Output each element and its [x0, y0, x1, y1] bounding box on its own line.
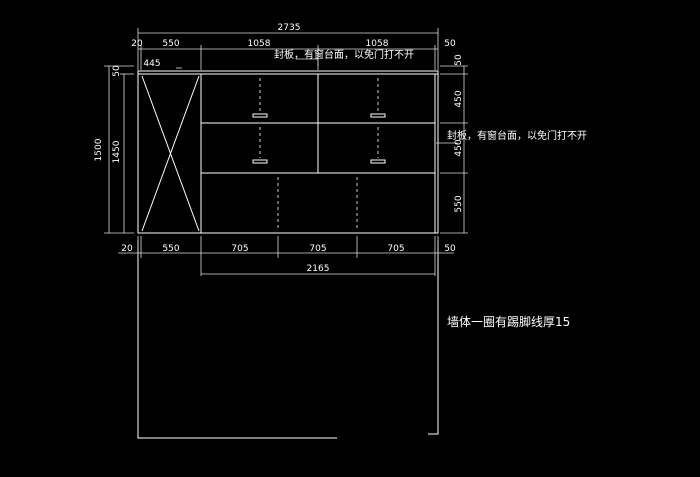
dim-total-width: 2735: [278, 23, 301, 33]
dim-left-1500: 1500: [94, 138, 104, 161]
wall-outline: [137, 240, 439, 439]
right-note-text: 封板，有窗台面，以免门打不开: [447, 129, 587, 142]
top-note-group: 封板，有窗台面，以免门打不开: [274, 48, 414, 66]
top-note-text: 封板，有窗台面，以免门打不开: [274, 48, 414, 61]
dim-bottom-705-a: 705: [231, 244, 248, 254]
right-dimensions: 50 450 450 550: [440, 54, 468, 234]
top-dimensions: 2735 20 550 1058 1058 50 445: [131, 23, 456, 70]
bottom-dimensions: 20 550 705 705 705 50 2165: [118, 236, 456, 276]
left-door-cross-b: [141, 75, 200, 232]
dim-right-450-a: 450: [454, 90, 464, 107]
dim-left-1450: 1450: [112, 140, 122, 163]
dim-top-20: 20: [131, 39, 143, 49]
handle-3: [252, 159, 268, 164]
dim-right-450-b: 450: [454, 139, 464, 156]
dim-right-50: 50: [454, 54, 464, 66]
dim-top-1058-b: 1058: [366, 39, 389, 49]
dim-top-1058-a: 1058: [248, 39, 271, 49]
dim-bottom-20: 20: [121, 244, 133, 254]
cabinet-outer-frame: [137, 70, 439, 234]
wall-left-and-bottom: [137, 240, 337, 439]
dim-bottom-705-b: 705: [309, 244, 326, 254]
right-note-group: 封板，有窗台面，以免门打不开: [436, 129, 587, 144]
dim-right-550: 550: [454, 195, 464, 212]
dim-445: 445: [143, 59, 160, 69]
handle-2: [370, 113, 386, 118]
dim-left-50: 50: [112, 65, 122, 77]
dim-top-550: 550: [162, 39, 179, 49]
dim-top-50: 50: [444, 39, 456, 49]
dim-bottom-705-c: 705: [387, 244, 404, 254]
handle-1: [252, 113, 268, 118]
cabinet-elevation: [137, 70, 439, 234]
wall-note-text: 墙体一圈有踢脚线厚15: [447, 314, 570, 329]
dim-bottom-550: 550: [162, 244, 179, 254]
dim-bottom-50: 50: [444, 244, 456, 254]
handle-4: [370, 159, 386, 164]
wall-right: [428, 240, 439, 435]
left-dimensions: 1500 1450 50: [94, 65, 134, 234]
dim-bottom-2165: 2165: [307, 264, 330, 274]
